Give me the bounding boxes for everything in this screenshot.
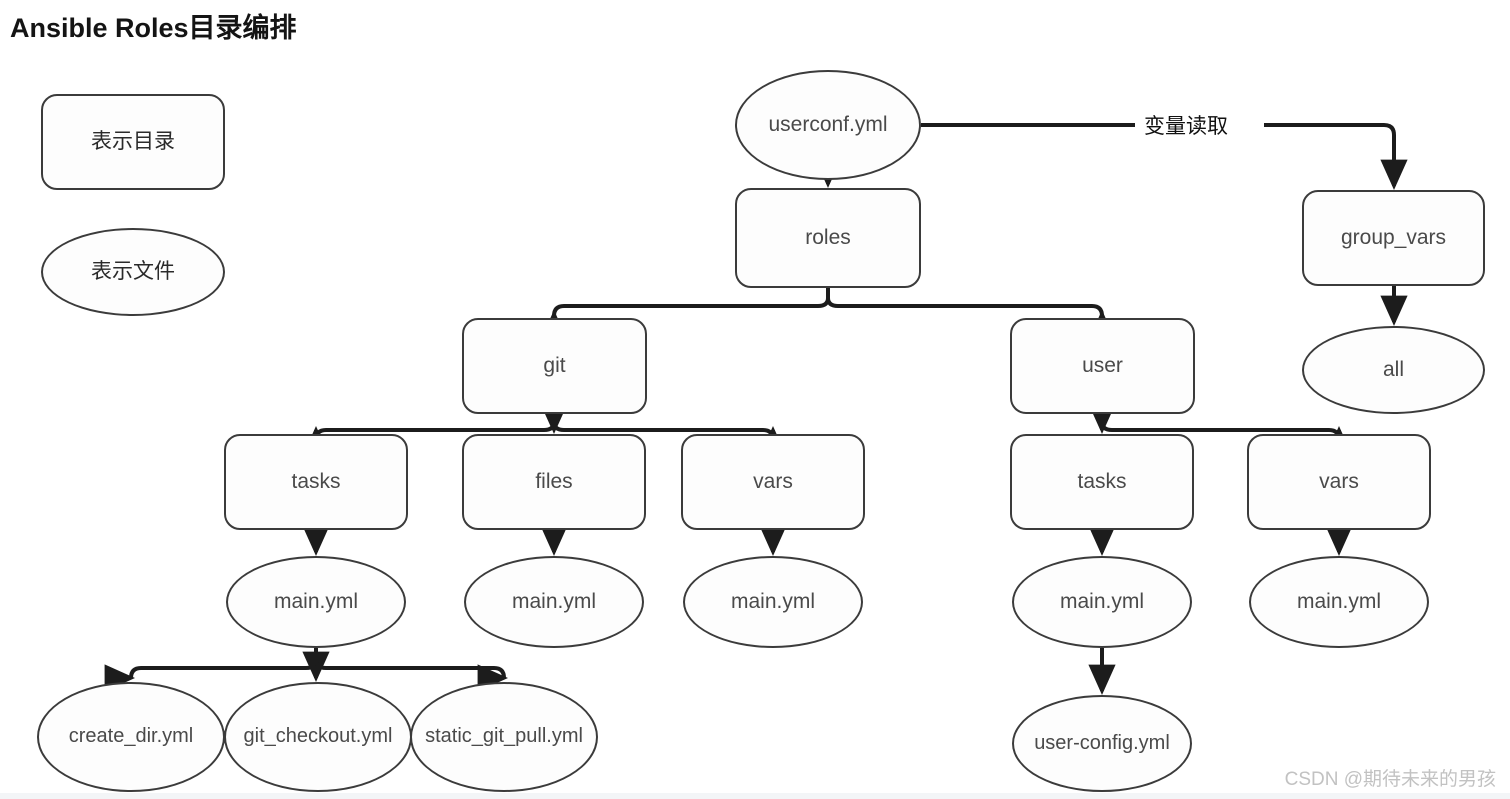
node-label: vars <box>753 469 793 493</box>
node-label: static_git_pull.yml <box>425 725 583 748</box>
node-label: main.yml <box>273 589 358 613</box>
node-all[interactable]: all <box>1302 326 1485 414</box>
node-label: create_dir.yml <box>68 725 194 748</box>
edge-userconf-to-group-vars <box>921 123 1394 186</box>
node-static-git-pull-yml[interactable]: static_git_pull.yml <box>410 682 598 792</box>
node-git-tasks[interactable]: tasks <box>224 434 408 530</box>
node-label: userconf.yml <box>768 112 888 136</box>
node-git-tasks-main-yml[interactable]: main.yml <box>226 556 406 648</box>
legend-file-shape: 表示文件 <box>41 228 225 316</box>
edge-roles-to-user <box>826 288 1116 341</box>
node-label: group_vars <box>1340 225 1447 249</box>
edge-label-text: 变量读取 <box>1144 115 1228 138</box>
node-label: files <box>535 469 573 493</box>
node-git[interactable]: git <box>462 318 647 414</box>
legend-directory-label: 表示目录 <box>91 129 175 153</box>
node-git-files-main-yml[interactable]: main.yml <box>464 556 644 648</box>
node-git-vars-main-yml[interactable]: main.yml <box>683 556 863 648</box>
node-label: roles <box>805 225 851 249</box>
node-label: main.yml <box>1059 589 1144 613</box>
edge-main-to-create-dir <box>117 648 318 682</box>
node-create-dir-yml[interactable]: create_dir.yml <box>37 682 225 792</box>
legend-file-label: 表示文件 <box>91 259 175 283</box>
page-title: Ansible Roles目录编排 <box>10 13 297 43</box>
node-git-checkout-yml[interactable]: git_checkout.yml <box>224 682 412 792</box>
node-label: tasks <box>1077 469 1127 493</box>
node-label: main.yml <box>730 589 815 613</box>
node-label: all <box>1382 357 1404 381</box>
watermark: CSDN @期待未来的男孩 <box>1284 769 1496 790</box>
edge-roles-to-git <box>540 288 830 341</box>
bottom-strip <box>0 793 1510 799</box>
node-user[interactable]: user <box>1010 318 1195 414</box>
node-roles[interactable]: roles <box>735 188 921 288</box>
node-git-vars[interactable]: vars <box>681 434 865 530</box>
edge-main-to-static-git-pull <box>314 648 518 682</box>
node-git-files[interactable]: files <box>462 434 646 530</box>
edge-label-variable-read: 变量读取 <box>1141 110 1231 140</box>
node-label: user-config.yml <box>1034 731 1170 754</box>
node-user-tasks[interactable]: tasks <box>1010 434 1194 530</box>
node-label: vars <box>1319 469 1359 493</box>
node-label: git <box>543 353 566 377</box>
node-user-vars[interactable]: vars <box>1247 434 1431 530</box>
node-label: user <box>1082 353 1123 377</box>
node-user-tasks-main-yml[interactable]: main.yml <box>1012 556 1192 648</box>
node-label: tasks <box>291 469 341 493</box>
node-label: main.yml <box>1296 589 1381 613</box>
node-label: git_checkout.yml <box>243 725 393 748</box>
node-user-vars-main-yml[interactable]: main.yml <box>1249 556 1429 648</box>
node-group-vars[interactable]: group_vars <box>1302 190 1485 286</box>
node-userconf-yml[interactable]: userconf.yml <box>735 70 921 180</box>
node-label: main.yml <box>511 589 596 613</box>
node-user-config-yml[interactable]: user-config.yml <box>1012 695 1192 792</box>
legend-directory-shape: 表示目录 <box>41 94 225 190</box>
